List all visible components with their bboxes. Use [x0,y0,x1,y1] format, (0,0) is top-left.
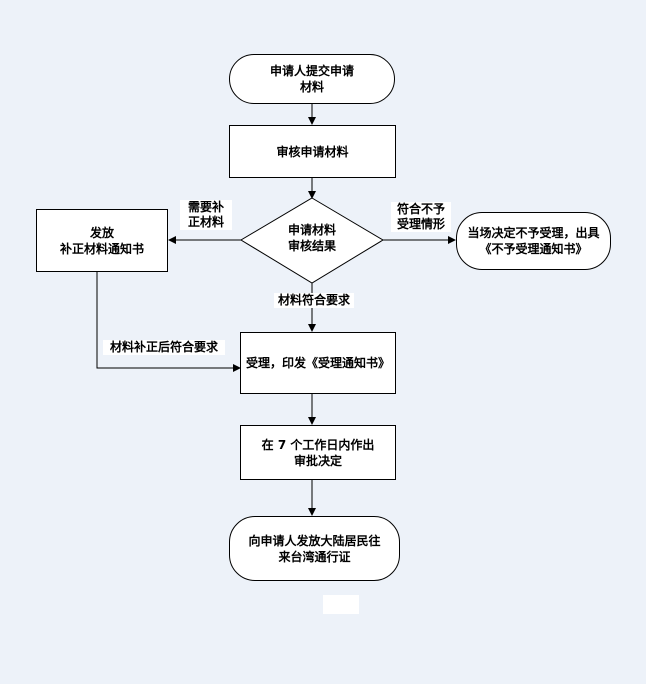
end-node: 向申请人发放大陆居民往 来台湾通行证 [229,516,400,581]
label-not-accept: 符合不予 受理情形 [391,202,451,232]
accept-node: 受理，印发《受理通知书》 [240,332,396,394]
supplement-notice-text: 发放 补正材料通知书 [59,225,144,256]
decision-node-label: 申请材料 审核结果 [287,223,336,253]
start-node: 申请人提交申请 材料 [229,54,395,104]
label-meets-requirements: 材料符合要求 [274,293,354,308]
label-need-supplement: 需要补 正材料 [180,200,232,230]
arrow-notice-to-accept [96,272,241,372]
supplement-notice-node: 发放 补正材料通知书 [36,209,168,272]
blank-box [323,595,359,614]
review-node: 审核申请材料 [229,125,396,178]
approve-node: 在 7 个工作日内作出 审批决定 [240,425,396,480]
label-supplement-ok: 材料补正后符合要求 [103,340,225,355]
reject-node: 当场决定不予受理，出具 《不予受理通知书》 [456,212,611,270]
